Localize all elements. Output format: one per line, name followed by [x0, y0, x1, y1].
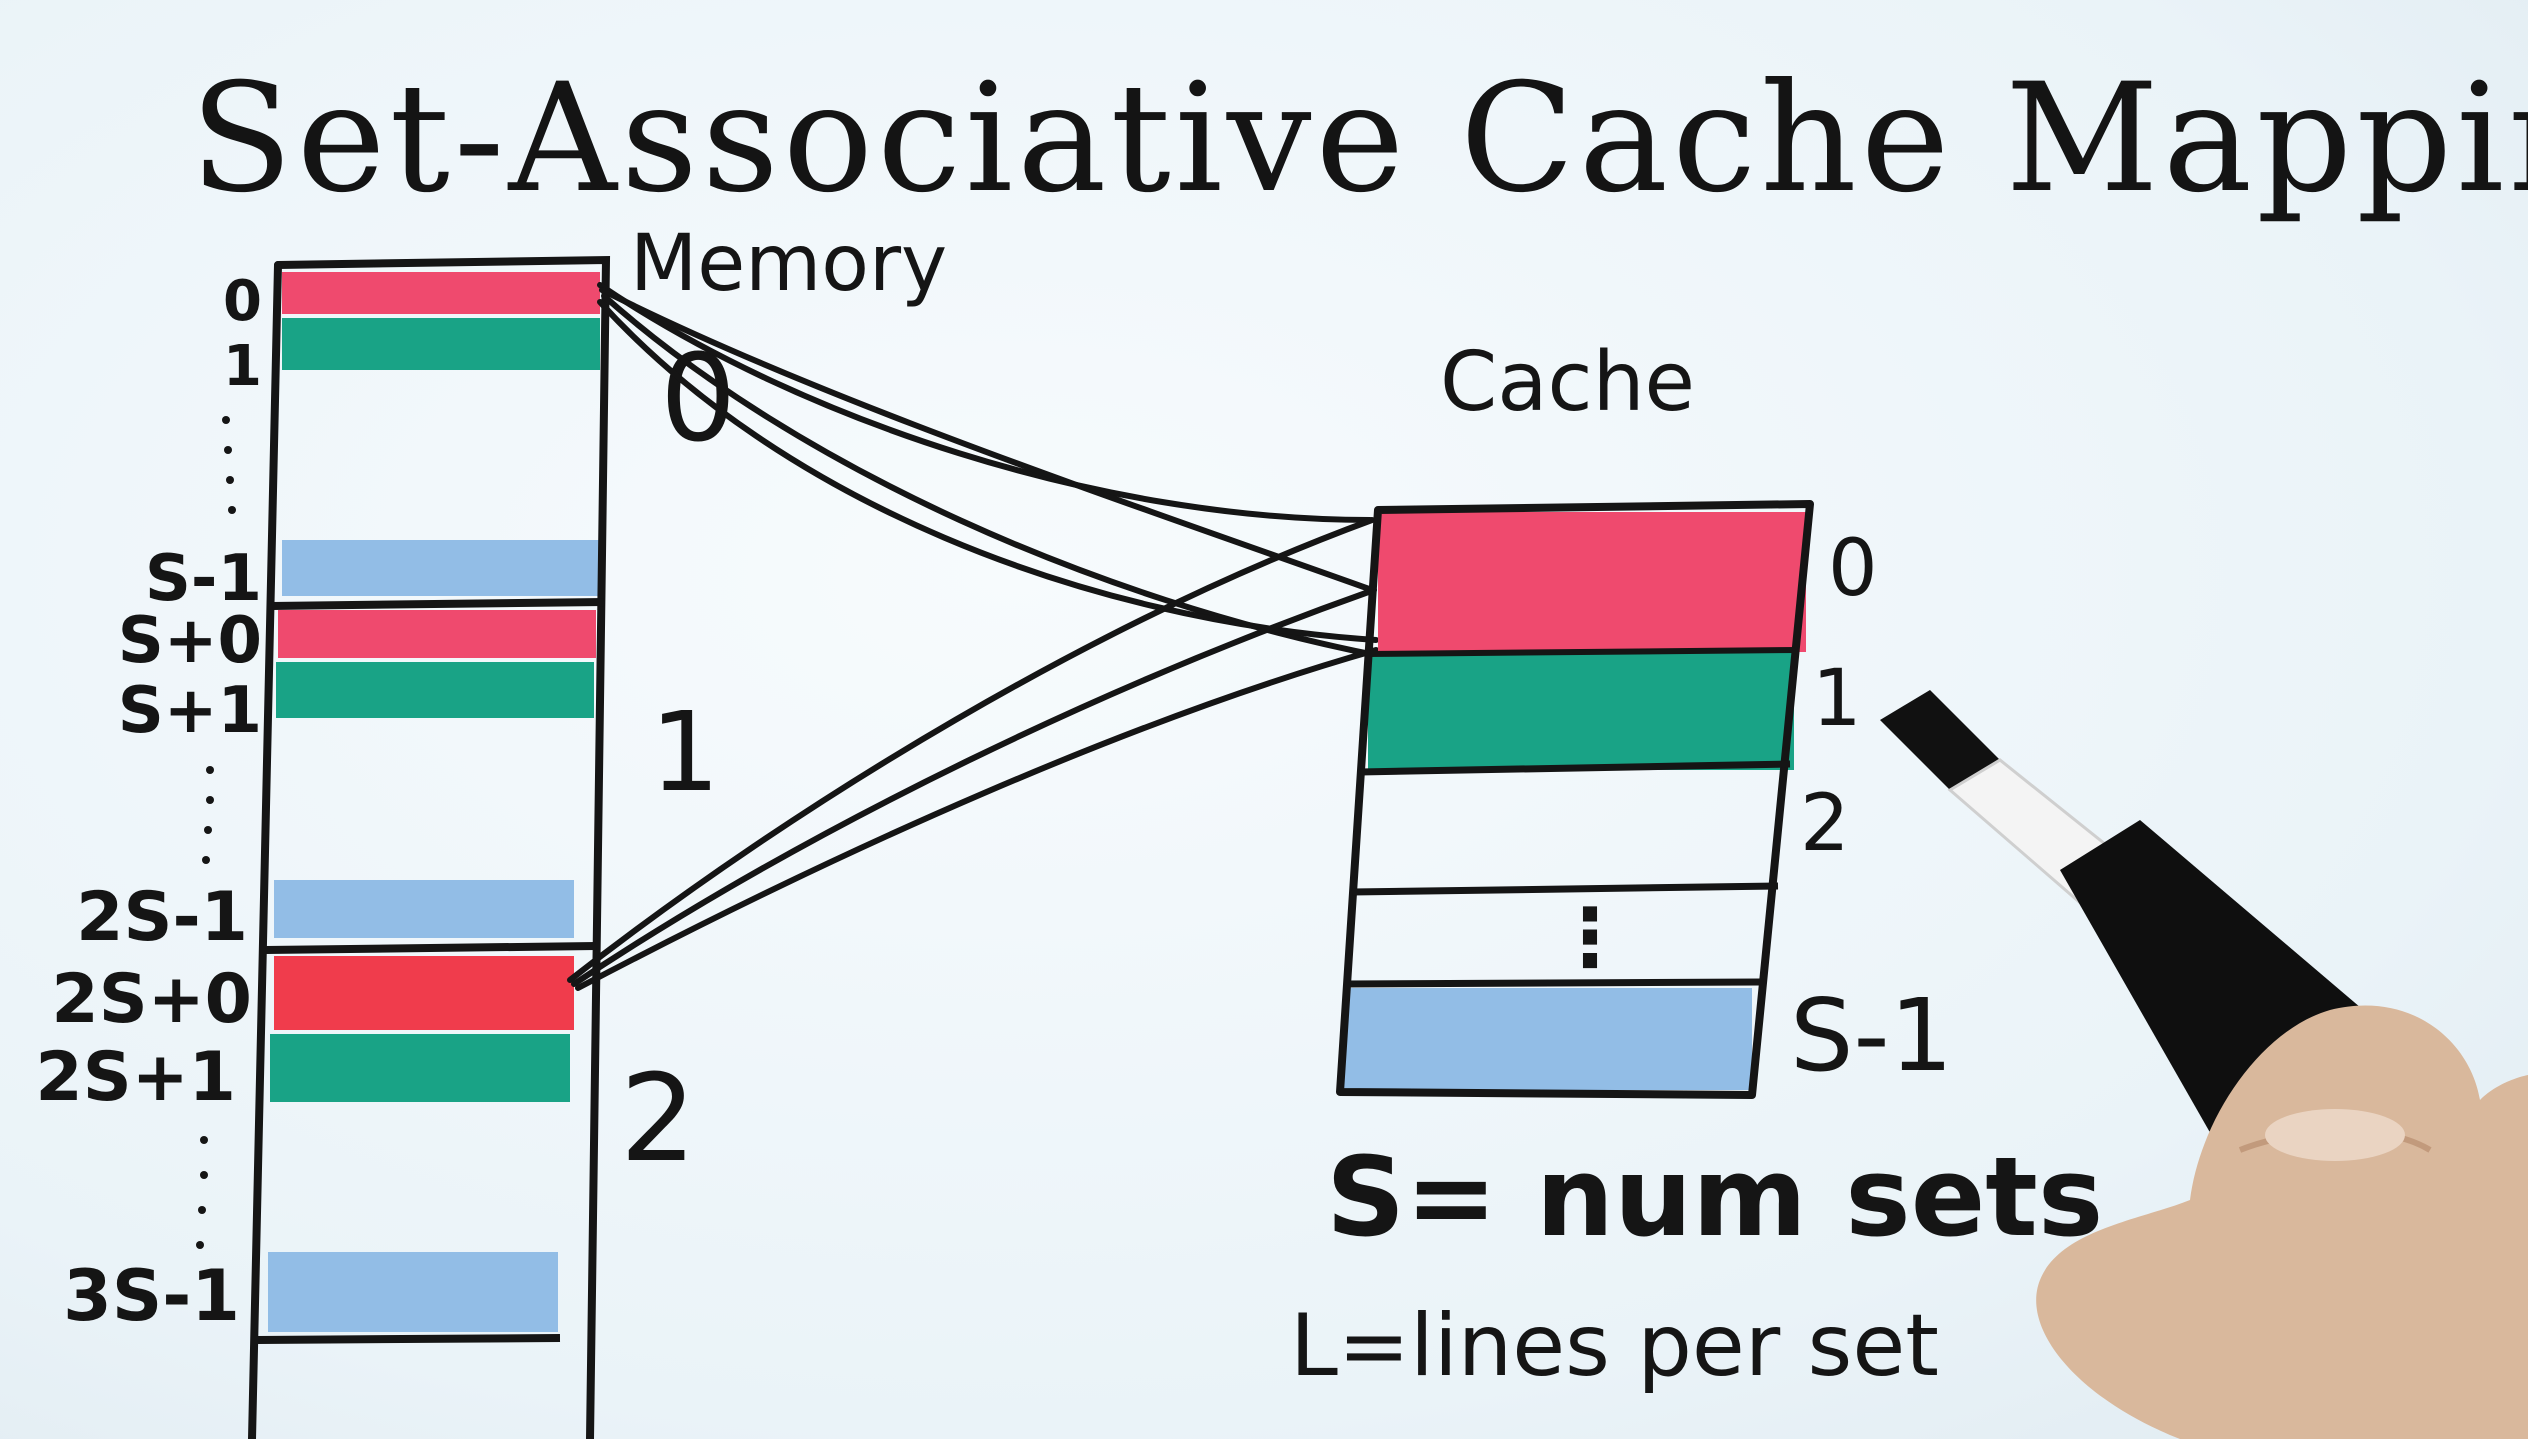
- cache-divider: [1351, 882, 1779, 896]
- memory-row-s+0: [278, 610, 596, 658]
- cache-row-label-1: 1: [1812, 654, 1862, 744]
- memory-row-label-2s+1: 2S+1: [35, 1038, 236, 1117]
- legend-s-definition: S= num sets: [1326, 1133, 2103, 1261]
- memory-outline-left: [248, 261, 282, 1439]
- memory-row-label-2s-1: 2S-1: [76, 878, 248, 957]
- cache-divider: [1365, 647, 1799, 657]
- memory-row-2s-1: [274, 880, 574, 938]
- cache-row-label-0: 0: [1828, 524, 1878, 614]
- memory-row-2s+1: [270, 1034, 570, 1102]
- mapping-line: [567, 517, 1375, 983]
- memory-set-divider-1: [271, 598, 605, 610]
- memory-row-label-s+1: S+1: [118, 674, 262, 748]
- mapping-line: [571, 587, 1377, 987]
- memory-row-s+1: [276, 662, 594, 718]
- memory-row-2s+0: [274, 956, 574, 1030]
- cache-row-label-2: 2: [1800, 779, 1850, 869]
- memory-row-3s-1: [268, 1252, 558, 1332]
- legend-l-definition: L=lines per set: [1290, 1296, 1939, 1396]
- mapping-lines: [567, 282, 1379, 991]
- diagram-title: Set-Associative Cache Mapping: [190, 52, 2528, 226]
- cache-label: Cache: [1440, 335, 1695, 430]
- memory-set-number-1: 1: [650, 688, 720, 816]
- cache-block: [1336, 500, 1814, 1099]
- memory-label: Memory: [630, 219, 947, 309]
- mapping-line: [599, 287, 1375, 593]
- cache-row-label-s-1: S-1: [1790, 977, 1953, 1094]
- memory-row-label-0: 0: [223, 269, 262, 334]
- memory-row-label-1: 1: [223, 334, 262, 399]
- cache-divider: [1345, 978, 1761, 988]
- cache-row-0: [1378, 512, 1806, 652]
- marker-and-hand: [1880, 690, 2528, 1439]
- hand: [2036, 1005, 2528, 1439]
- cache-divider: [1359, 760, 1791, 776]
- memory-block: [248, 255, 611, 1439]
- memory-row-labels: 0 1 S-1 S+0 S+1 2S-1 2S+0 2S+1 3S-1: [35, 269, 262, 1337]
- memory-set-divider-3: [257, 1334, 561, 1344]
- memory-row-0: [282, 272, 600, 314]
- memory-outline-right: [274, 255, 611, 1439]
- memory-label-ellipsis: [196, 416, 236, 1249]
- cache-row-s-1: [1344, 988, 1752, 1090]
- thumbnail: [2265, 1109, 2405, 1161]
- memory-row-label-3s-1: 3S-1: [63, 1255, 240, 1337]
- mapping-line: [597, 299, 1379, 643]
- memory-row-label-s-1: S-1: [145, 542, 262, 616]
- memory-set-divider-2: [265, 942, 597, 954]
- mapping-line: [597, 282, 1373, 523]
- cache-ellipsis: ⋮: [1550, 891, 1630, 984]
- mapping-line: [575, 647, 1379, 991]
- cache-outline: [1336, 500, 1814, 1099]
- cache-row-1: [1368, 652, 1794, 770]
- memory-set-number-2: 2: [620, 1050, 696, 1189]
- memory-row-label-s+0: S+0: [118, 604, 262, 678]
- memory-row-1: [282, 318, 600, 370]
- memory-row-s-1: [282, 540, 600, 596]
- memory-row-label-2s+0: 2S+0: [51, 960, 252, 1039]
